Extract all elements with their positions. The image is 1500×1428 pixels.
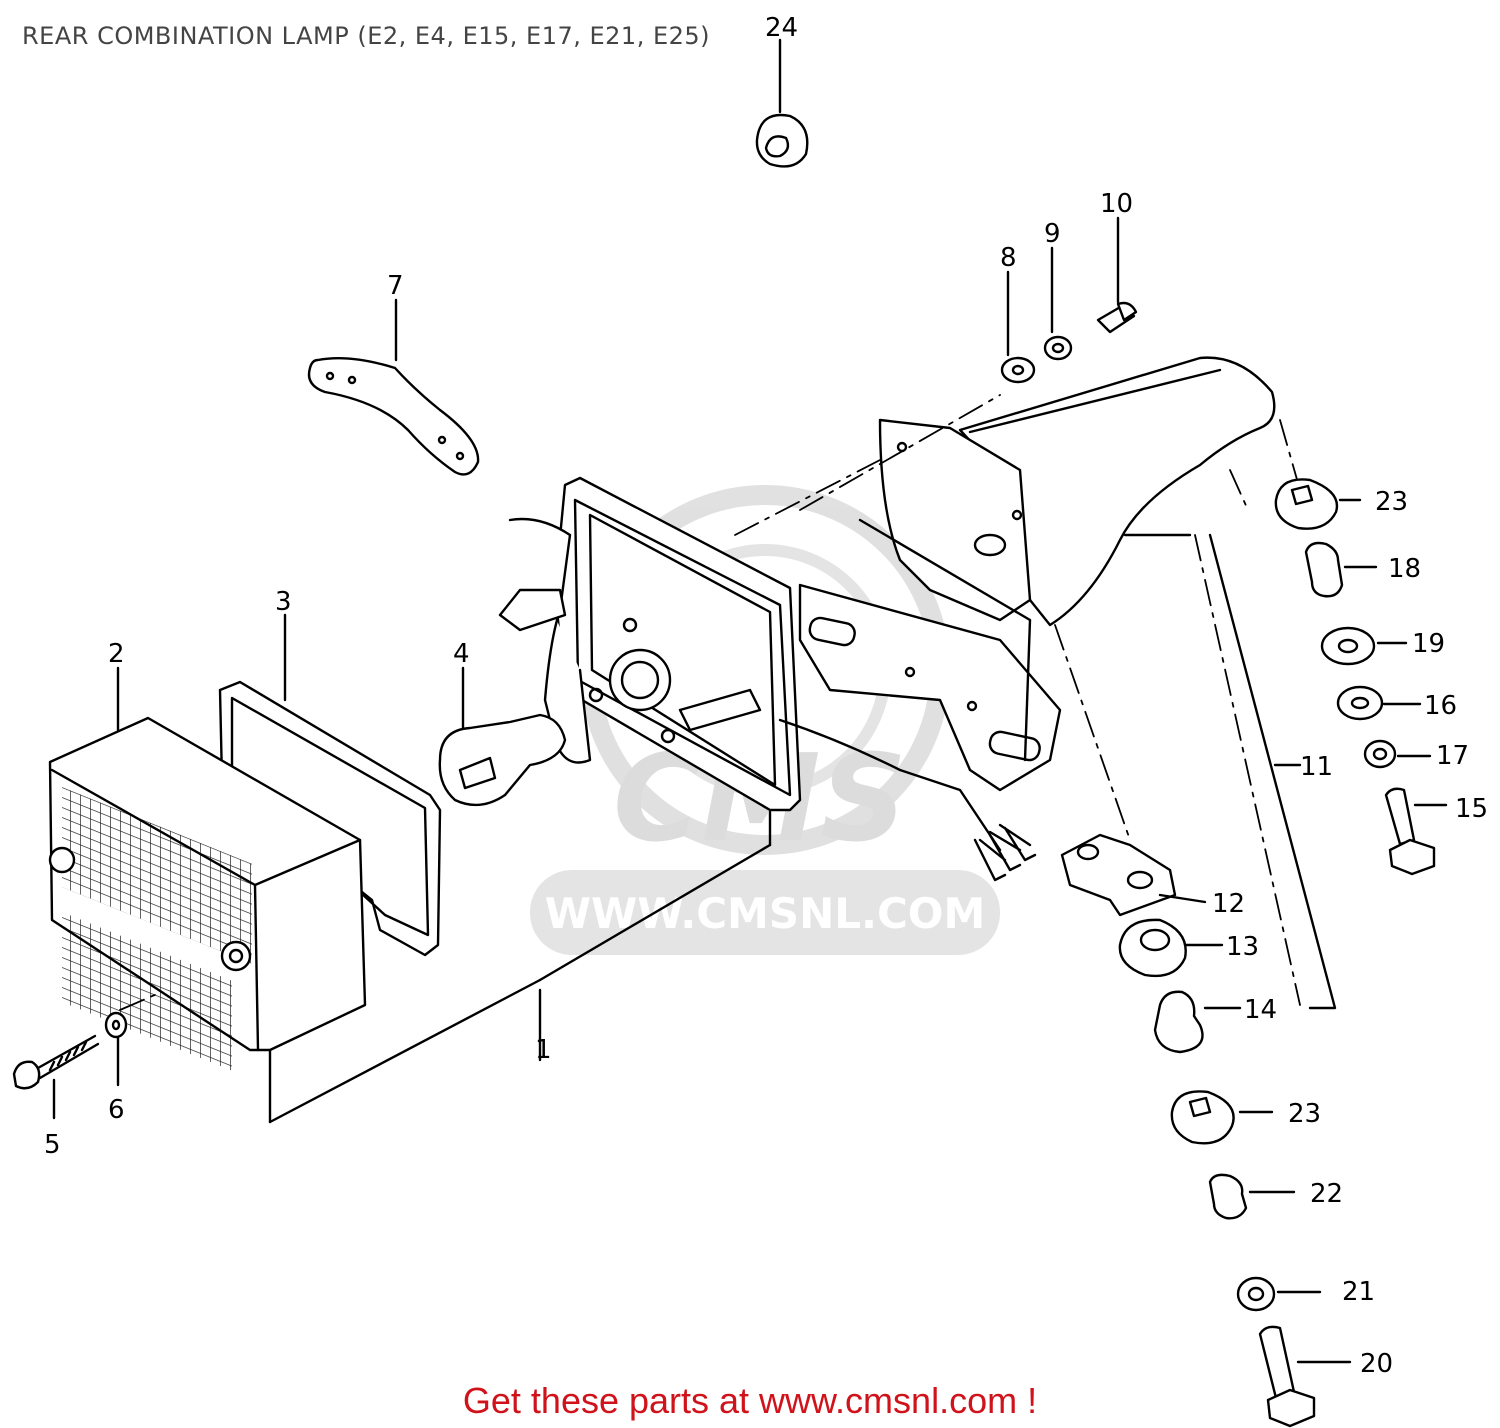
- part-label-22: 22: [1310, 1179, 1343, 1209]
- part-20-bolt: [1258, 1325, 1352, 1428]
- footer-link-text[interactable]: Get these parts at www.cmsnl.com !: [462, 1380, 1038, 1421]
- part-7-bracket: [307, 298, 480, 476]
- part-4-bulb: [438, 666, 567, 807]
- part-label-1: 1: [535, 1035, 552, 1065]
- part-label-3: 3: [275, 587, 292, 617]
- watermark-text: WWW.CMSNL.COM: [545, 889, 986, 938]
- part-label-24: 24: [765, 13, 798, 43]
- part-12-clamp: [1060, 833, 1207, 917]
- part-label-12: 12: [1212, 889, 1245, 919]
- watermark-logo: CMS WWW.CMSNL.COM: [530, 485, 1000, 955]
- footer-link[interactable]: Get these parts at www.cmsnl.com !: [0, 1380, 1500, 1422]
- part-23-grommet-lower: [1170, 1090, 1274, 1145]
- part-label-15: 15: [1455, 794, 1488, 824]
- part-8-washer: [1000, 270, 1036, 384]
- part-label-23a: 23: [1375, 487, 1408, 517]
- part-labels: 24 10 9 8 7 23 18 3 19 2 4 16 17 11 15 1…: [44, 13, 1488, 1379]
- part-24-grommet: [755, 38, 809, 168]
- part-label-2: 2: [108, 639, 125, 669]
- part-22-collar: [1208, 1173, 1296, 1220]
- part-label-16: 16: [1424, 691, 1457, 721]
- part-13-grommet: [1118, 918, 1224, 978]
- part-label-14: 14: [1244, 995, 1277, 1025]
- part-11-bracket: [798, 356, 1337, 1010]
- part-17-spring-washer: [1363, 739, 1432, 769]
- part-6-washer: [104, 1011, 128, 1087]
- diagram-title: REAR COMBINATION LAMP (E2, E4, E15, E17,…: [22, 22, 711, 50]
- part-21-washer: [1236, 1276, 1322, 1312]
- part-15-bolt: [1384, 787, 1448, 876]
- part-label-5: 5: [44, 1130, 61, 1160]
- part-label-23b: 23: [1288, 1099, 1321, 1129]
- part-18-collar: [1304, 541, 1378, 598]
- part-2-lens: [48, 666, 367, 1071]
- part-label-9: 9: [1044, 219, 1061, 249]
- part-label-4: 4: [453, 639, 470, 669]
- part-label-6: 6: [108, 1095, 125, 1125]
- part-16-washer: [1336, 685, 1422, 721]
- part-label-7: 7: [387, 271, 404, 301]
- part-23-grommet-upper: [1274, 478, 1362, 530]
- part-9-spring-washer: [1043, 246, 1073, 361]
- part-10-screw: [1096, 216, 1138, 334]
- part-1-lamp-housing: [268, 476, 1037, 1124]
- part-label-11: 11: [1300, 752, 1333, 782]
- part-label-19: 19: [1412, 629, 1445, 659]
- part-19-washer: [1320, 626, 1408, 666]
- part-5-screw: [12, 1034, 100, 1120]
- part-label-20: 20: [1360, 1349, 1393, 1379]
- part-14-collar: [1153, 990, 1242, 1054]
- part-label-8: 8: [1000, 243, 1017, 273]
- part-label-13: 13: [1226, 932, 1259, 962]
- part-label-21: 21: [1342, 1277, 1375, 1307]
- part-label-18: 18: [1388, 554, 1421, 584]
- part-label-17: 17: [1436, 741, 1469, 771]
- part-label-10: 10: [1100, 189, 1133, 219]
